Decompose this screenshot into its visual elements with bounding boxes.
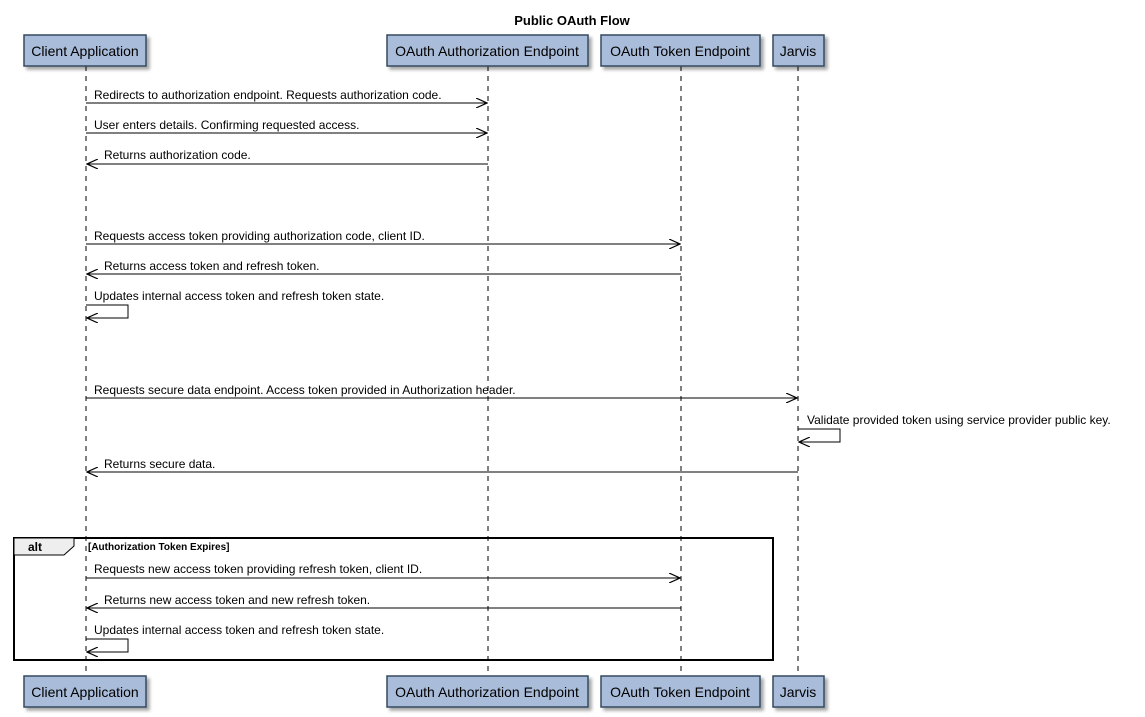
participant-label: Client Application <box>31 684 138 700</box>
message-7: Requests secure data endpoint. Access to… <box>86 383 797 398</box>
message-label: Requests new access token providing refr… <box>94 562 422 576</box>
message-1: Redirects to authorization endpoint. Req… <box>86 88 487 103</box>
participant-label: OAuth Authorization Endpoint <box>395 43 579 59</box>
message-9: Returns secure data. <box>87 457 798 472</box>
participant-label: OAuth Token Endpoint <box>610 684 750 700</box>
message-label: Updates internal access token and refres… <box>94 289 384 303</box>
participant-token-top: OAuth Token Endpoint <box>600 34 761 67</box>
participant-label: OAuth Authorization Endpoint <box>395 684 579 700</box>
message-5: Returns access token and refresh token. <box>87 259 681 274</box>
message-label: Requests access token providing authoriz… <box>94 229 425 243</box>
message-3: Returns authorization code. <box>87 148 488 164</box>
message-label: Returns secure data. <box>104 457 215 471</box>
participant-jarvis-bottom: Jarvis <box>772 675 825 708</box>
message-10: Requests new access token providing refr… <box>86 562 680 578</box>
message-label: User enters details. Confirming requeste… <box>94 118 359 132</box>
participant-client-top: Client Application <box>23 34 147 67</box>
participant-label: OAuth Token Endpoint <box>610 43 750 59</box>
diagram-title: Public OAuth Flow <box>514 13 630 28</box>
participant-label: Jarvis <box>780 43 817 59</box>
message-label: Requests secure data endpoint. Access to… <box>94 383 516 397</box>
participant-token-bottom: OAuth Token Endpoint <box>600 675 761 708</box>
message-11: Returns new access token and new refresh… <box>87 593 681 608</box>
message-label: Returns new access token and new refresh… <box>104 593 370 607</box>
message-label: Returns access token and refresh token. <box>104 259 319 273</box>
message-label: Updates internal access token and refres… <box>94 623 384 637</box>
alt-fragment: alt [Authorization Token Expires] <box>13 537 774 661</box>
message-8-self: Validate provided token using service pr… <box>798 413 1111 442</box>
message-12-self: Updates internal access token and refres… <box>86 623 384 652</box>
message-2: User enters details. Confirming requeste… <box>86 118 487 133</box>
participant-authz-bottom: OAuth Authorization Endpoint <box>386 675 589 708</box>
participant-label: Client Application <box>31 43 138 59</box>
message-4: Requests access token providing authoriz… <box>86 229 680 244</box>
participant-client-bottom: Client Application <box>23 675 147 708</box>
participant-label: Jarvis <box>780 684 817 700</box>
message-6-self: Updates internal access token and refres… <box>86 289 384 318</box>
message-label: Returns authorization code. <box>104 148 251 162</box>
alt-guard: [Authorization Token Expires] <box>88 542 230 553</box>
message-label: Redirects to authorization endpoint. Req… <box>94 88 442 102</box>
alt-tag: alt <box>28 540 42 554</box>
participant-jarvis-top: Jarvis <box>772 34 825 67</box>
message-label: Validate provided token using service pr… <box>807 413 1111 427</box>
participant-authz-top: OAuth Authorization Endpoint <box>386 34 589 67</box>
